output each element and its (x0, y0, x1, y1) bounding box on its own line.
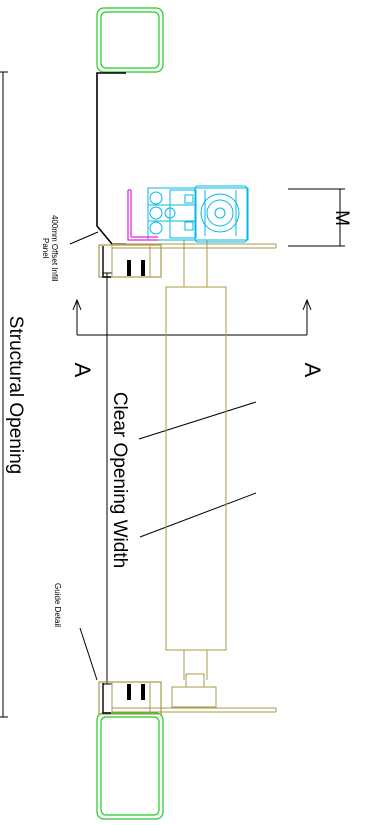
infill-panel (96, 72, 126, 245)
structural-opening-label: Structural Opening (5, 316, 26, 474)
bottom-column (96, 712, 164, 820)
top-column (96, 7, 164, 73)
mounting-bracket (127, 189, 158, 241)
clear-opening-width-label: Clear Opening Width (109, 392, 130, 568)
infill-panel-note: 400mm Offset Infill (50, 215, 59, 282)
leader-lines (69, 231, 99, 681)
motor-dimension (288, 188, 345, 247)
section-marker-left: A (70, 363, 95, 378)
infill-panel-note-2: Panel (41, 238, 50, 259)
motor-dim-label: M (331, 210, 352, 226)
section-marker-line (72, 298, 312, 336)
shutter-curtain (112, 240, 277, 713)
guide-bottom (98, 681, 162, 715)
motor-unit (147, 185, 249, 243)
clear-opening-dimension (103, 272, 257, 685)
structural-opening-dimension (0, 71, 8, 718)
guide-top (98, 244, 162, 278)
guide-detail-note: Guide Detail (53, 583, 62, 627)
section-marker-right: A (300, 363, 325, 378)
